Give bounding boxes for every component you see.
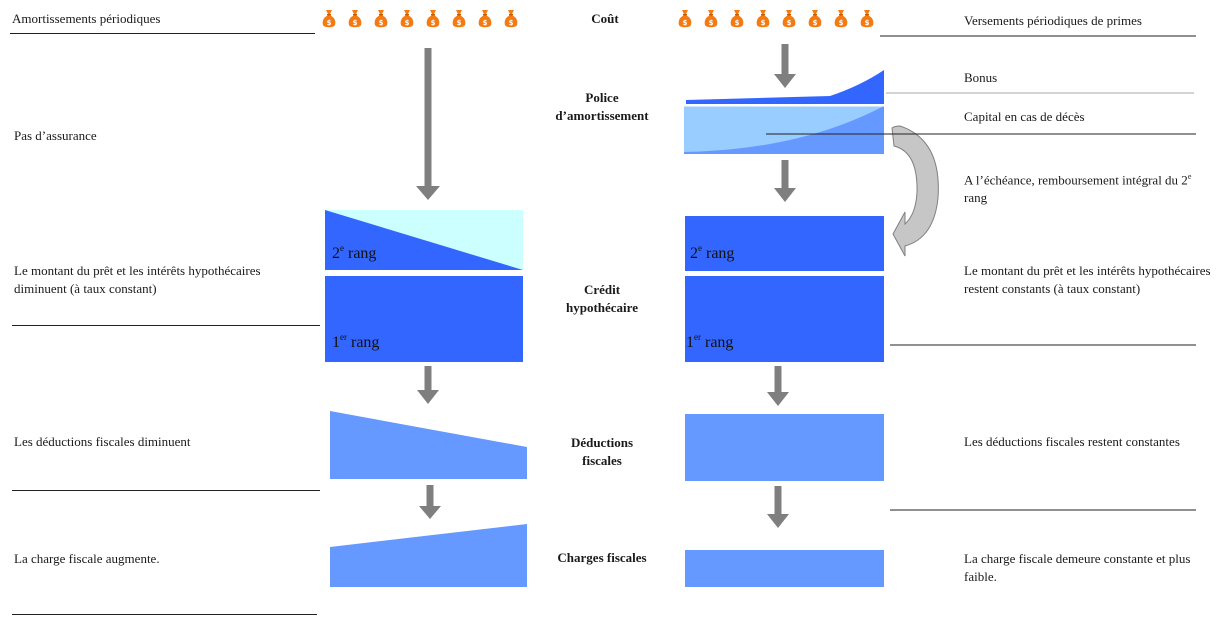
right-maturity-note: A l’échéance, remboursement intégral du … xyxy=(964,172,1192,206)
left-loan-rule xyxy=(12,325,320,326)
left-second-rank-triangle xyxy=(325,210,523,270)
left-first-rank-label: 1er rang xyxy=(332,332,380,351)
center-tax-label: Charges fiscales xyxy=(557,550,647,565)
policy-savings-curve xyxy=(684,106,884,154)
left-tax-shape xyxy=(330,524,527,587)
right-arrow-4-head xyxy=(767,514,789,528)
left-first-rank-box xyxy=(325,276,523,362)
left-deductions-note: Les déductions fiscales diminuent xyxy=(14,434,191,449)
left-deductions-shape xyxy=(330,411,527,479)
right-second-rank-label: 2e rang xyxy=(690,243,735,262)
left-arrow-2-head xyxy=(417,390,439,404)
left-no-insurance: Pas d’assurance xyxy=(14,128,97,143)
center-cost-label: Coût xyxy=(591,11,619,26)
repayment-curved-arrow xyxy=(891,125,939,257)
left-deductions-rule xyxy=(12,490,320,491)
left-arrow-head xyxy=(416,186,440,200)
left-header: Amortissements périodiques xyxy=(12,11,161,26)
right-arrow-2-head xyxy=(774,188,796,202)
left-tax-rule xyxy=(12,614,317,615)
center-policy-label: Police d’amortissement xyxy=(555,90,649,123)
right-tax-box xyxy=(685,550,884,587)
left-tax-note: La charge fiscale augmente. xyxy=(14,551,160,566)
right-loan-note: Le montant du prêt et les intérêts hypot… xyxy=(964,263,1211,296)
right-arrow-1-head xyxy=(774,74,796,88)
left-second-rank-label: 2e rang xyxy=(332,243,377,262)
left-arrow-3-head xyxy=(419,506,441,519)
right-first-rank-label: 1er rang xyxy=(686,332,734,351)
center-credit-label: Crédit hypothécaire xyxy=(566,282,638,315)
policy-bonus-shape xyxy=(686,70,884,104)
right-tax-note: La charge fiscale demeure constante et p… xyxy=(964,551,1191,584)
right-death-capital: Capital en cas de décès xyxy=(964,109,1085,124)
right-first-rank-box xyxy=(685,276,884,362)
right-second-rank-box xyxy=(685,216,884,271)
right-deductions-box xyxy=(685,414,884,481)
left-header-rule xyxy=(10,33,315,34)
right-header: Versements périodiques de primes xyxy=(964,13,1142,28)
left-loan-note: Le montant du prêt et les intérêts hypot… xyxy=(14,263,261,296)
right-deductions-note: Les déductions fiscales restent constant… xyxy=(964,434,1180,449)
center-deductions-label: Déductions fiscales xyxy=(570,435,634,468)
right-bonus: Bonus xyxy=(964,70,998,85)
right-arrow-3-head xyxy=(767,392,789,406)
